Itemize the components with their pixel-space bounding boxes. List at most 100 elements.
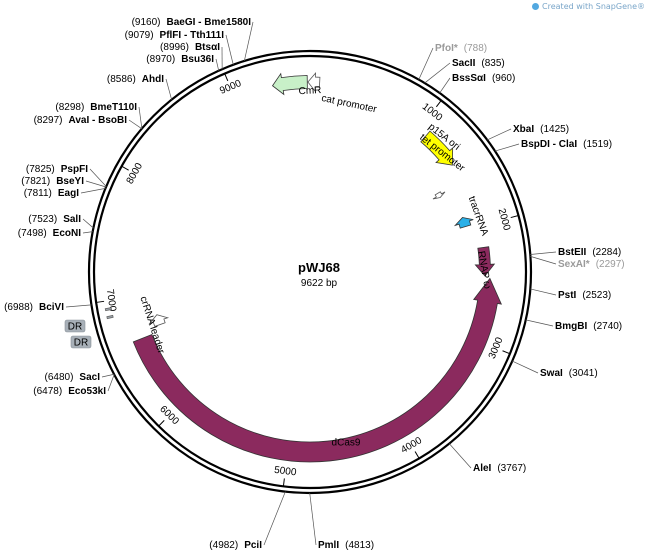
site-leader-bsu36i <box>215 58 220 71</box>
site-leader-bspdi-clai <box>494 143 520 152</box>
site-name: PstI <box>558 290 577 301</box>
watermark-text: Created with SnapGene® <box>542 2 645 11</box>
tick-label: 5000 <box>274 465 298 479</box>
feature-label-cmr: CmR <box>298 85 321 97</box>
tick-mark <box>282 478 285 487</box>
site-psti[interactable]: PstI (2523) <box>558 290 611 301</box>
site-bmet110i[interactable]: (8298) BmeT110I <box>55 102 137 113</box>
site-position: (4813) <box>345 540 374 551</box>
site-name: BaeGI - Bme1580I <box>167 17 252 28</box>
site-name: BmgBI <box>555 321 587 332</box>
site-xbai[interactable]: XbaI(1425) <box>513 124 569 135</box>
site-sacii[interactable]: SacII(835) <box>452 58 505 69</box>
site-bts-i[interactable]: (8996) BtsαI <box>160 42 220 53</box>
site-labels: PfoI*(788) SacII(835) BssSαI(960) XbaI(1425… <box>4 17 625 551</box>
site-position: (7825) <box>26 164 55 175</box>
site-leader-baegi-bme1580i <box>243 21 254 62</box>
tick-mark <box>414 451 420 459</box>
site-eagi[interactable]: (7811)EagI <box>24 188 80 199</box>
tick-label: 7000 <box>104 289 118 313</box>
site-name: PflFI - Tth111I <box>160 30 225 41</box>
site-name: BmeT110I <box>90 102 137 113</box>
site-pmli[interactable]: PmlI(4813) <box>318 540 374 551</box>
feature-label-cat-promoter: cat promoter <box>320 93 378 116</box>
plasmid-name: pWJ68 <box>298 260 340 275</box>
site-position: (2297) <box>596 259 625 270</box>
feature-label-dr: DR <box>68 322 82 333</box>
site-pcii[interactable]: (4982)PciI <box>209 540 262 551</box>
site-name: BstEII <box>558 247 587 258</box>
site-pflfi-tth111i[interactable]: (9079)PflFI - Tth111I <box>125 30 225 41</box>
site-econi[interactable]: (7498)EcoNI <box>18 228 81 239</box>
site-name: AleI <box>473 463 492 474</box>
tick-mark <box>224 73 229 82</box>
tick-mark <box>96 300 105 303</box>
site-eco53ki[interactable]: (6478)Eco53kI <box>33 386 106 397</box>
site-leader-bseyi <box>85 180 107 188</box>
feature-cat-promoter[interactable] <box>307 71 321 93</box>
site-position: (7498) <box>18 228 47 239</box>
site-sali[interactable]: (7523)SalI <box>28 214 81 225</box>
site-pfoi[interactable]: PfoI*(788) <box>435 43 487 54</box>
site-leader-pcii <box>263 491 286 546</box>
tick-label: 3000 <box>487 335 506 360</box>
site-position: (7811) <box>24 188 52 199</box>
site-leader-bmet110i <box>138 106 143 129</box>
feature-p15a-ori[interactable] <box>420 130 454 166</box>
site-position: (1425) <box>540 124 569 135</box>
site-ahdi[interactable]: (8586)AhdI <box>107 74 164 85</box>
tick-mark <box>121 165 129 171</box>
site-position: (3041) <box>569 368 598 379</box>
site-position: (2284) <box>592 247 621 258</box>
plasmid-center-label: pWJ68 9622 bp <box>298 260 340 289</box>
tick-mark <box>435 100 442 108</box>
site-alei[interactable]: AleI(3767) <box>473 463 526 474</box>
site-name: BtsαI <box>195 42 220 53</box>
site-position: (9160) <box>132 17 161 28</box>
site-saci[interactable]: (6480) SacI <box>45 372 101 383</box>
site-bseyi[interactable]: (7821)BseYI <box>21 176 84 187</box>
site-position: (6478) <box>33 386 62 397</box>
feature-dr-1[interactable] <box>106 314 114 320</box>
site-position: (8297) <box>34 115 63 126</box>
site-position: (4982) <box>209 540 238 551</box>
feature-dr-2[interactable] <box>104 307 112 312</box>
feature-dcas9[interactable] <box>132 277 502 463</box>
site-position: (2523) <box>582 290 611 301</box>
site-bsu36i[interactable]: (8970)Bsu36I <box>146 54 214 65</box>
site-bspdi-clai[interactable]: BspDI - ClaI(1519) <box>521 139 612 150</box>
site-leader-sali <box>82 218 94 229</box>
site-position: (6480) <box>45 372 74 383</box>
site-bcivi[interactable]: (6988)BciVI <box>4 302 64 313</box>
site-position: (8298) <box>55 102 84 113</box>
site-baegi-bme1580i[interactable]: (9160) BaeGI - Bme1580I <box>132 17 252 28</box>
feature-rnap[interactable] <box>474 246 496 277</box>
site-leader-pspfi <box>89 168 107 187</box>
tick-mark <box>502 350 511 355</box>
site-name: BciVI <box>39 302 64 313</box>
site-name: BseYI <box>56 176 84 187</box>
site-leader-bsteii <box>530 251 557 255</box>
site-name: SexAI* <box>558 259 590 270</box>
site-swai[interactable]: SwaI(3041) <box>540 368 598 379</box>
site-leader-bsss-i <box>439 77 451 94</box>
site-position: (8586) <box>107 74 136 85</box>
feature-cmr[interactable] <box>271 72 308 96</box>
site-position: (8996) <box>160 42 189 53</box>
site-bsss-i[interactable]: BssSαI(960) <box>452 73 515 84</box>
site-pspfi[interactable]: (7825) PspFI <box>26 164 88 175</box>
site-leader-pmli <box>309 492 317 546</box>
site-sexai[interactable]: SexAI* (2297) <box>558 259 625 270</box>
site-bsteii[interactable]: BstEII (2284) <box>558 247 621 258</box>
site-name: PspFI <box>61 164 88 175</box>
feature-tracrrna[interactable] <box>453 217 474 229</box>
site-name: SacI <box>79 372 100 383</box>
site-name: AvaI - BsoBI <box>68 115 127 126</box>
site-leader-eagi <box>80 188 106 194</box>
site-name: SacII <box>452 58 476 69</box>
feature-crrna-leader[interactable] <box>148 314 170 327</box>
site-avai-bsobi[interactable]: (8297) AvaI - BsoBI <box>34 115 128 126</box>
feature-tet-promoter[interactable] <box>432 191 446 200</box>
site-bmgbi[interactable]: BmgBI(2740) <box>555 321 622 332</box>
